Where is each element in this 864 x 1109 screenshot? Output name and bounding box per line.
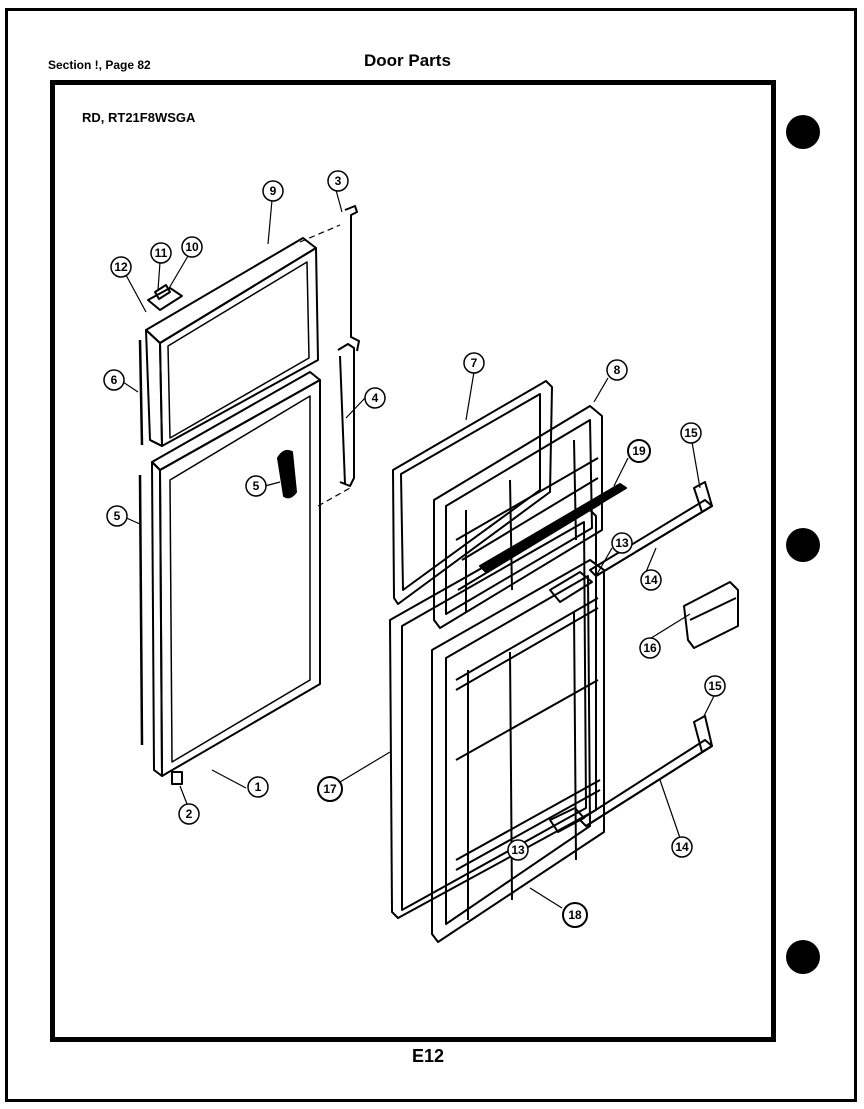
svg-text:11: 11 (155, 246, 168, 260)
trim-piece-16 (683, 581, 739, 649)
leader-dashed-2 (317, 487, 351, 507)
callout-12: 12 (110, 256, 132, 278)
page-title: Door Parts (364, 51, 451, 70)
svg-text:13: 13 (511, 843, 525, 857)
freezer-inner-panel (433, 405, 603, 629)
svg-text:8: 8 (614, 363, 621, 377)
svg-text:14: 14 (675, 840, 689, 854)
freezer-door (145, 237, 319, 447)
section-label: Section !, Page 82 (48, 58, 151, 72)
svg-text:7: 7 (471, 356, 478, 370)
side-trim-6 (138, 339, 144, 446)
page-code: E12 (412, 1046, 445, 1066)
svg-text:3: 3 (335, 174, 342, 188)
callout-15b: 15 (704, 675, 726, 697)
svg-text:13: 13 (615, 536, 629, 550)
freezer-gasket (392, 380, 553, 605)
callout-13b: 13 (507, 839, 529, 861)
model-label: RD, RT21F8WSGA (82, 110, 196, 125)
hinge-cover (147, 284, 183, 311)
svg-text:16: 16 (643, 641, 657, 655)
bracket-13-top (549, 571, 593, 603)
svg-text:5: 5 (114, 509, 121, 523)
callouts: 1 2 3 4 5 5 6 7 8 9 10 11 12 13 13 14 14… (103, 170, 726, 928)
callout-14a: 14 (640, 569, 662, 591)
callout-19: 19 (627, 439, 651, 463)
binder-hole-top (786, 115, 820, 149)
callout-2: 2 (178, 803, 200, 825)
svg-text:9: 9 (270, 184, 277, 198)
callout-10: 10 (181, 236, 203, 258)
svg-text:10: 10 (185, 240, 199, 254)
bottom-hinge (171, 771, 183, 785)
fresh-food-inner-panel (431, 559, 605, 943)
svg-text:2: 2 (186, 807, 193, 821)
callout-17: 17 (317, 776, 343, 802)
door-handle (277, 449, 297, 499)
callout-11: 11 (150, 242, 172, 264)
svg-text:14: 14 (644, 573, 658, 587)
callout-6: 6 (103, 369, 125, 391)
callout-14b: 14 (671, 836, 693, 858)
svg-text:15: 15 (684, 426, 698, 440)
svg-text:4: 4 (372, 391, 379, 405)
fresh-food-door (151, 371, 321, 777)
leader-lines (119, 189, 715, 909)
callout-5a: 5 (245, 475, 267, 497)
page-border (5, 8, 857, 1102)
callout-9: 9 (262, 180, 284, 202)
bracket-13-bottom (549, 807, 585, 833)
callout-3: 3 (327, 170, 349, 192)
shelf-bar-14-bottom (579, 715, 713, 827)
callout-4: 4 (364, 387, 386, 409)
callout-18: 18 (562, 902, 588, 928)
diagram-frame (50, 80, 776, 1042)
svg-text:12: 12 (114, 260, 128, 274)
callout-7: 7 (463, 352, 485, 374)
svg-text:17: 17 (323, 782, 337, 796)
callout-8: 8 (606, 359, 628, 381)
callout-5b: 5 (106, 505, 128, 527)
callout-16: 16 (639, 637, 661, 659)
svg-text:1: 1 (255, 780, 262, 794)
svg-text:5: 5 (253, 479, 260, 493)
svg-text:6: 6 (111, 373, 118, 387)
binder-hole-middle (786, 528, 820, 562)
shelf-bar-14-top (589, 481, 713, 577)
svg-text:15: 15 (708, 679, 722, 693)
svg-text:18: 18 (568, 908, 582, 922)
side-trim-5 (138, 474, 144, 746)
binder-hole-bottom (786, 940, 820, 974)
callout-13a: 13 (611, 532, 633, 554)
leader-dashed-1 (299, 224, 341, 243)
callout-15a: 15 (680, 422, 702, 444)
callout-1: 1 (247, 776, 269, 798)
svg-text:19: 19 (632, 444, 646, 458)
hinge-bar (337, 205, 360, 487)
